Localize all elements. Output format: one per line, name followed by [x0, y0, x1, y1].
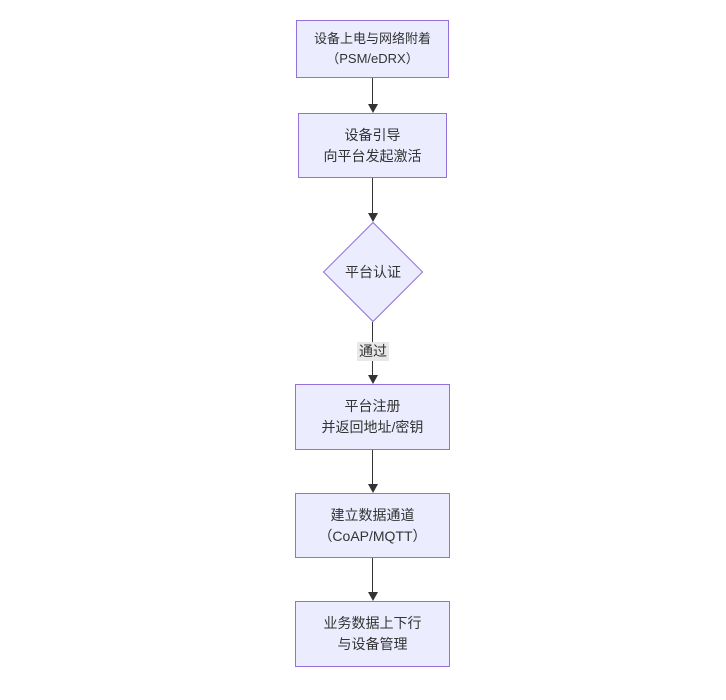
node-register: 平台注册 并返回地址/密钥: [295, 384, 450, 450]
node-auth-label: 平台认证: [345, 264, 401, 280]
node-bootstrap: 设备引导 向平台发起激活: [298, 113, 447, 178]
arrowhead-icon: [368, 213, 378, 222]
node-register-line1: 平台注册: [344, 398, 401, 414]
edge-power-to-bootstrap: [372, 78, 373, 105]
node-register-line2: 并返回地址/密钥: [321, 419, 424, 435]
node-bootstrap-line2: 向平台发起激活: [323, 147, 422, 164]
node-channel-line2: （CoAP/MQTT）: [318, 527, 427, 544]
arrowhead-icon: [368, 104, 378, 113]
arrowhead-icon: [368, 484, 378, 493]
node-power-attach-line1: 设备上电与网络附着: [313, 31, 431, 46]
node-power-attach-line2: （PSM/eDRX）: [326, 51, 419, 66]
node-bootstrap-line1: 设备引导: [344, 126, 401, 143]
edge-channel-to-business: [372, 558, 373, 593]
edge-register-to-channel: [372, 450, 373, 485]
node-business-line1: 业务数据上下行: [323, 615, 422, 631]
node-auth-decision: 平台认证: [322, 221, 424, 323]
node-channel-line1: 建立数据通道: [330, 506, 415, 523]
node-business-line2: 与设备管理: [337, 636, 408, 652]
edge-label-pass: 通过: [357, 342, 389, 361]
arrowhead-icon: [368, 592, 378, 601]
node-power-attach: 设备上电与网络附着 （PSM/eDRX）: [296, 20, 449, 78]
node-business: 业务数据上下行 与设备管理: [295, 601, 450, 667]
arrowhead-icon: [368, 375, 378, 384]
node-channel: 建立数据通道 （CoAP/MQTT）: [295, 493, 450, 558]
edge-bootstrap-to-auth: [372, 178, 373, 214]
